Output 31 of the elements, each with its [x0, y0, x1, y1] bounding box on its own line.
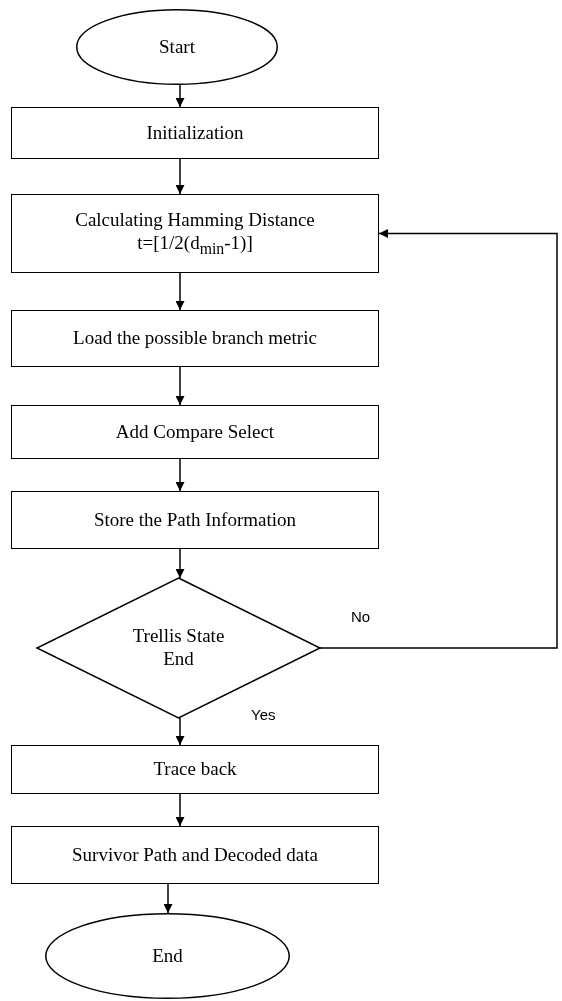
- step-text: t=[1/2(d$_{min}$-1)]: [137, 231, 253, 259]
- step-text: Calculating Hamming Distance: [75, 208, 315, 232]
- step-text: Trace back: [153, 758, 237, 781]
- arrow: [175, 548, 185, 579]
- arrow: [319, 229, 558, 649]
- arrow: [175, 793, 185, 827]
- decision-diamond: [37, 578, 320, 718]
- process-box: [11, 107, 379, 159]
- process-box: [11, 310, 379, 367]
- arrow: [175, 458, 185, 492]
- step-text: Initialization: [146, 121, 244, 145]
- step-text: Survivor Path and Decoded data: [72, 843, 318, 867]
- arrow: [175, 717, 185, 746]
- step-text: Store the Path Information: [93, 508, 297, 532]
- process-box: [11, 745, 379, 794]
- arrow: [175, 272, 185, 311]
- process-box: [11, 826, 379, 884]
- step-text: Trellis State End: [131, 625, 226, 671]
- step-text: End: [152, 944, 183, 968]
- step-text: Add Compare Select: [115, 420, 275, 444]
- arrow: [163, 883, 173, 914]
- terminal-ellipse: [45, 913, 290, 999]
- terminal-ellipse: [76, 9, 278, 85]
- arrow: [175, 366, 185, 406]
- arrow: [175, 158, 185, 195]
- process-box: [11, 194, 379, 273]
- process-box: [11, 491, 379, 549]
- step-text: Load the possible branch metric: [73, 327, 317, 350]
- arrow: [175, 84, 185, 108]
- process-box: [11, 405, 379, 459]
- step-text: Start: [159, 35, 195, 59]
